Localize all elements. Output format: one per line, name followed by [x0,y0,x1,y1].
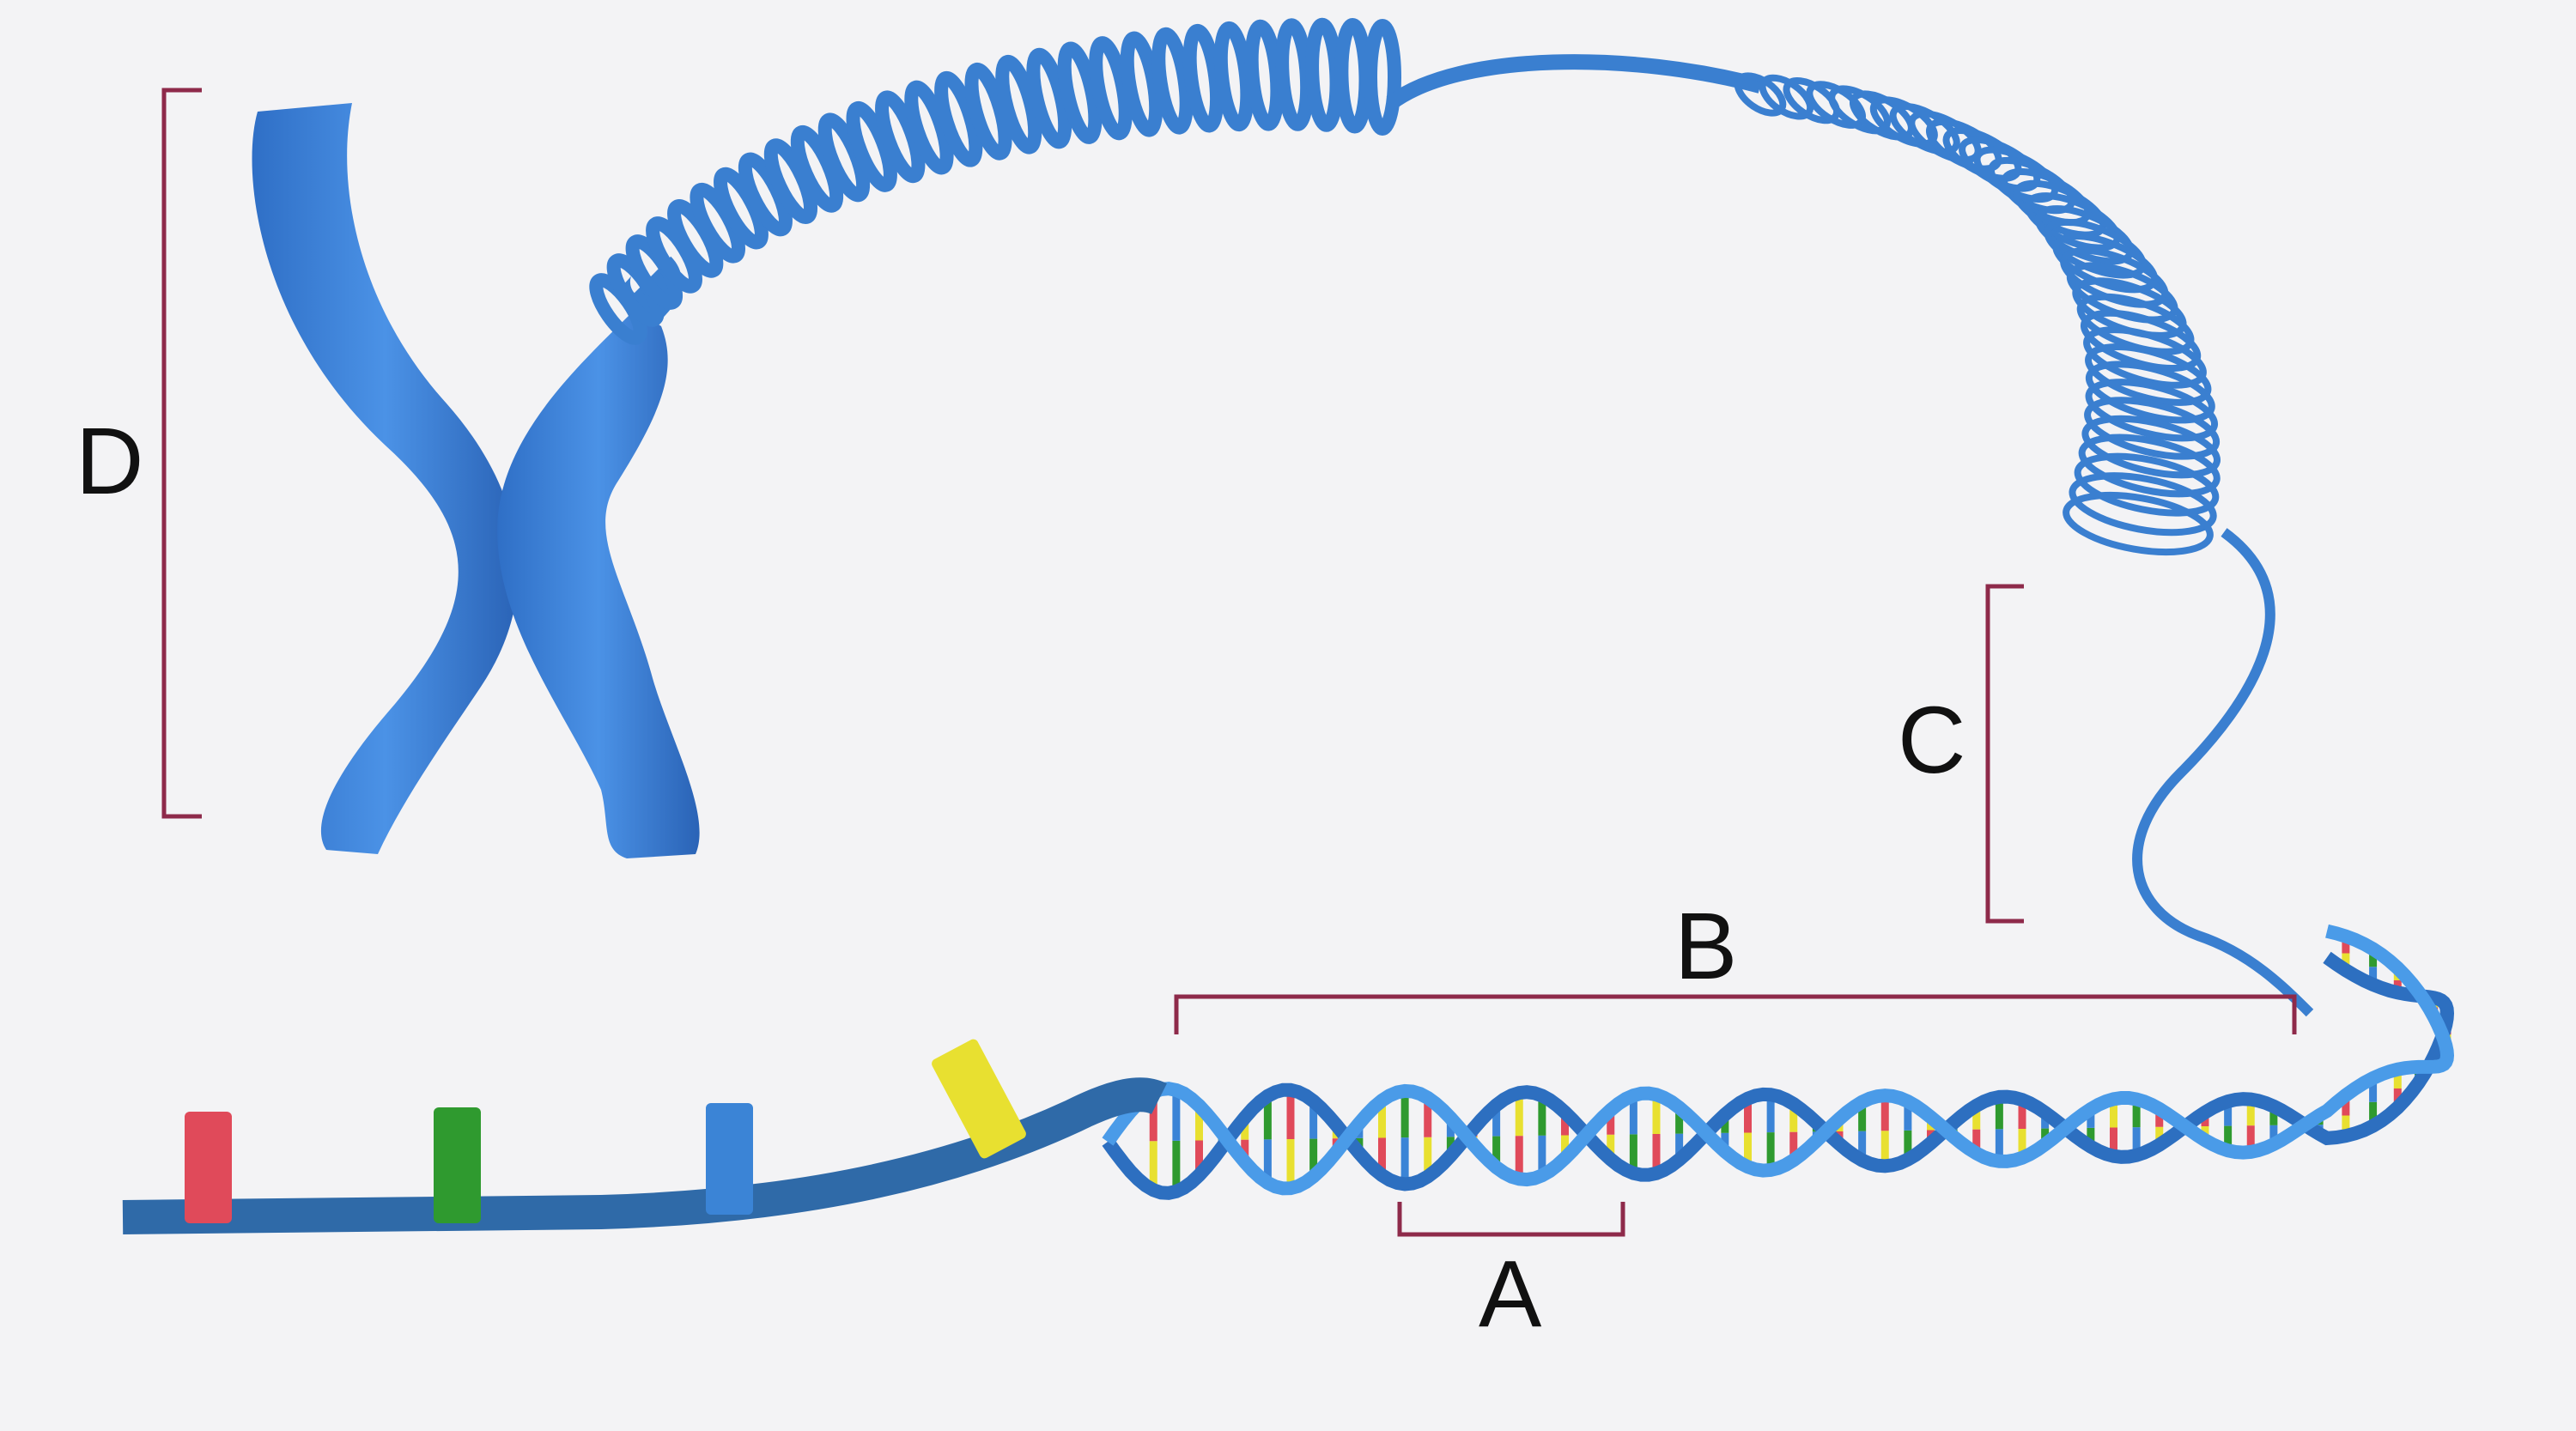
dna-double-helix [1102,924,2455,1200]
coil-loop [2085,379,2219,442]
coil-loop [1305,17,1344,132]
single-strand [122,1039,1167,1234]
coil-loop [1783,77,1841,124]
coil-loop [2084,397,2221,460]
nucleotide-red [185,1112,232,1223]
bracket-d: D [76,88,202,819]
coil-loop [1364,19,1401,136]
coil-loop [1089,36,1133,141]
coil-loop [964,62,1012,161]
label-c: C [1898,688,1965,793]
coil-loop [1120,31,1163,137]
chromosome [252,103,700,858]
coil-loop [995,54,1042,155]
supercoiled-chromatin [589,17,2314,1017]
coil-loop [1275,18,1315,131]
chromatin-fiber [2132,528,2314,1017]
coil-loop [1026,47,1072,149]
label-b: B [1674,894,1737,999]
backbone-strand [1102,951,2455,1200]
label-d: D [76,409,143,514]
coil-loop [2063,491,2214,556]
coil-loop [2078,434,2221,498]
coil-loop [2069,472,2217,537]
label-a: A [1479,1241,1542,1347]
coil-loop [2074,452,2220,517]
bracket-a: A [1397,1202,1625,1347]
chromosome-right-chromatid [497,309,700,858]
nucleotide-yellow [932,1039,1026,1159]
coil-loop [1057,41,1103,144]
coil-loop [2085,343,2212,406]
coil-loop [2085,361,2215,424]
nucleotide-blue [706,1103,753,1215]
bracket-c: C [1898,584,2024,924]
backbone-strand [1102,924,2455,1196]
nucleotide-green [434,1107,481,1223]
coil-connector [1386,54,1763,110]
coil-loop [2081,415,2221,479]
coil-loop [1334,17,1373,134]
bracket-b: B [1174,894,2297,1034]
chromosome-left-chromatid [252,103,519,854]
